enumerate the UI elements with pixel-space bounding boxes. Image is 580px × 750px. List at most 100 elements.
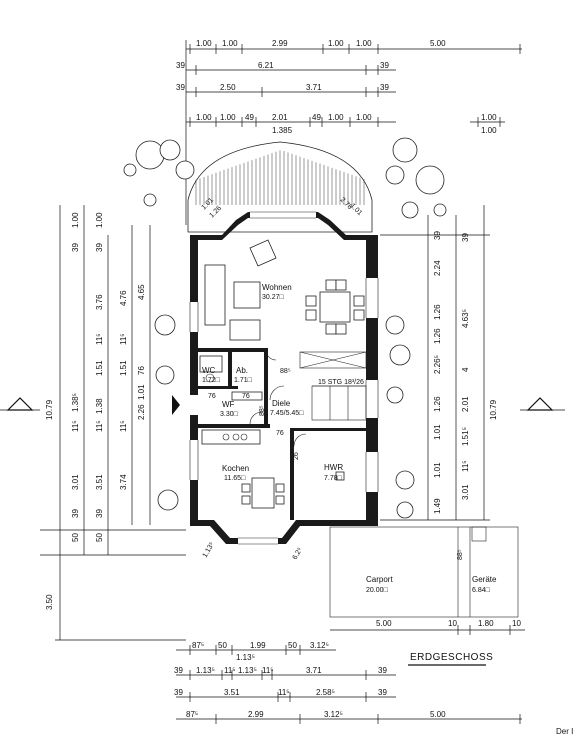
dim-top-4-c: 49 [245, 113, 254, 122]
tree-icon [143, 193, 157, 207]
svg-text:39: 39 [174, 688, 183, 697]
svg-text:3.12⁵: 3.12⁵ [324, 710, 343, 719]
tree-icon [155, 365, 175, 385]
svg-text:1.38: 1.38 [95, 398, 104, 414]
tree-icon [392, 137, 418, 163]
svg-text:1.49: 1.49 [433, 498, 442, 514]
svg-text:88⁵: 88⁵ [259, 405, 266, 416]
stairs-label: 15 STG 18³/26 [318, 379, 364, 386]
svg-text:3.01: 3.01 [71, 474, 80, 490]
dim-side-right-a: 1.00 [481, 113, 497, 122]
dim-top-2-c: 39 [380, 61, 389, 70]
room-hwr-name: HWR [324, 463, 343, 472]
svg-text:39: 39 [378, 688, 387, 697]
svg-text:39: 39 [433, 231, 442, 240]
left-dimension-lines: 10.79 3.50 1.00 39 1.38⁵ 11⁵ 3.01 39 50 … [0, 205, 186, 641]
svg-text:50: 50 [218, 641, 227, 650]
plan-title: ERDGESCHOSS [410, 652, 493, 663]
room-ab-area: 1.71□ [234, 377, 253, 384]
dim-side-right-b: 1.00 [481, 126, 497, 135]
svg-text:76: 76 [137, 366, 146, 375]
svg-text:11⁵: 11⁵ [278, 688, 290, 697]
svg-text:10: 10 [512, 619, 521, 628]
right-dimension-lines: 39 2.24 1.26 1.26 2.26⁵ 1.26 1.01 1.01 1… [380, 205, 565, 521]
dim-top-3-d: 39 [380, 83, 389, 92]
dim-top-4-e: 49 [312, 113, 321, 122]
dim-top-4-b: 1.00 [220, 113, 236, 122]
tree-icon [395, 470, 415, 490]
svg-text:5.00: 5.00 [430, 710, 446, 719]
room-kochen-name: Kochen [222, 464, 249, 473]
tree-icon [415, 165, 445, 195]
svg-text:4.65: 4.65 [137, 284, 146, 300]
shrubbery [123, 137, 447, 519]
svg-text:11⁵: 11⁵ [224, 666, 236, 675]
svg-text:1.00: 1.00 [71, 212, 80, 228]
room-diele-name: Diele [272, 399, 291, 408]
svg-text:1.38⁵: 1.38⁵ [71, 393, 80, 412]
dim-left-outer-b: 3.50 [45, 594, 54, 610]
svg-text:1.80: 1.80 [478, 619, 494, 628]
dim-top-1-c: 2.99 [272, 39, 288, 48]
dim-top-3-c: 3.71 [306, 83, 322, 92]
svg-text:1.51: 1.51 [95, 360, 104, 376]
house-walls [172, 211, 379, 545]
top-dimension-lines: 1.00 1.00 2.99 1.00 1.00 5.00 39 6.21 39… [176, 39, 522, 225]
room-wohnen-name: Wohnen [262, 283, 292, 292]
tree-icon [159, 139, 181, 161]
svg-text:1.01: 1.01 [349, 202, 364, 217]
room-wc-name: WC [202, 366, 216, 375]
svg-text:50: 50 [71, 533, 80, 542]
svg-text:11⁵: 11⁵ [95, 420, 104, 432]
tree-icon [175, 160, 195, 180]
room-carport-name: Carport [366, 575, 393, 584]
svg-text:10.79: 10.79 [489, 399, 498, 420]
tree-icon [135, 140, 165, 170]
svg-text:11⁵: 11⁵ [71, 420, 80, 432]
svg-text:1.13⁵: 1.13⁵ [196, 666, 215, 675]
tree-icon [157, 489, 179, 511]
dim-top-1-f: 5.00 [430, 39, 446, 48]
dim-top-4-d: 2.01 [272, 113, 288, 122]
svg-text:1.01: 1.01 [137, 384, 146, 400]
room-kochen-area: 11.65□ [224, 475, 246, 482]
dim-left-outer-a: 10.79 [45, 399, 54, 420]
room-diele-area: 7.45/5.45□ [270, 410, 304, 417]
svg-text:11⁵: 11⁵ [119, 333, 128, 345]
svg-text:2.26⁵: 2.26⁵ [433, 355, 442, 374]
svg-text:11⁵: 11⁵ [461, 460, 470, 472]
svg-text:39: 39 [95, 509, 104, 518]
svg-text:2.99: 2.99 [248, 710, 264, 719]
tree-icon [389, 344, 411, 366]
room-wf-name: WF [222, 400, 235, 409]
svg-text:2.26: 2.26 [137, 404, 146, 420]
dim-top-4-f: 1.00 [328, 113, 344, 122]
room-labels: Wohnen 30.27□ WC 1.72□ Ab. 1.71□ WF 3.30… [202, 283, 497, 594]
svg-text:50: 50 [95, 533, 104, 542]
room-wf-area: 3.30□ [220, 411, 239, 418]
svg-text:10: 10 [448, 619, 457, 628]
svg-text:3.51: 3.51 [224, 688, 240, 697]
dim-top-2-b: 6.21 [258, 61, 274, 70]
svg-text:88⁵: 88⁵ [280, 368, 291, 375]
room-wohnen-area: 30.27□ [262, 294, 285, 301]
svg-text:3.12⁵: 3.12⁵ [310, 641, 329, 650]
svg-text:6.2⁵: 6.2⁵ [292, 546, 304, 561]
svg-text:3.01: 3.01 [461, 484, 470, 500]
svg-text:3.51: 3.51 [95, 474, 104, 490]
tree-icon [401, 201, 419, 219]
dim-top-4-g: 1.00 [356, 113, 372, 122]
svg-text:11⁵: 11⁵ [119, 420, 128, 432]
svg-text:87⁵: 87⁵ [186, 710, 198, 719]
dim-top-3-a: 39 [176, 83, 185, 92]
tree-icon [386, 386, 404, 404]
svg-text:39: 39 [95, 243, 104, 252]
svg-text:76: 76 [208, 393, 216, 400]
svg-text:3.74: 3.74 [119, 474, 128, 490]
dim-top-4-a: 1.00 [196, 113, 212, 122]
tree-icon [385, 315, 405, 335]
tree-icon [123, 163, 137, 177]
svg-text:4: 4 [461, 367, 470, 372]
svg-text:1.00: 1.00 [95, 212, 104, 228]
